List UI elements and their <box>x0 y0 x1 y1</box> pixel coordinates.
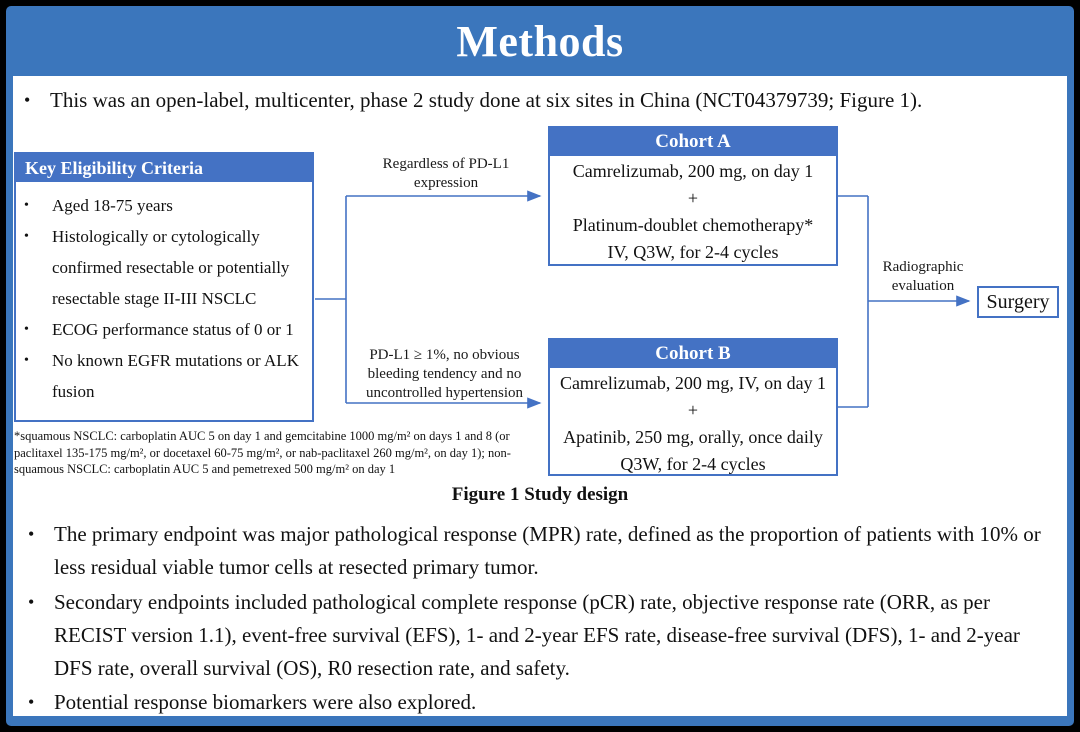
eligibility-item-text: ECOG performance status of 0 or 1 <box>52 320 294 339</box>
bullet-glyph: • <box>28 592 35 612</box>
bullet-glyph: • <box>28 692 35 712</box>
bullet-glyph: • <box>24 229 29 244</box>
cohort-a-header: Cohort A <box>550 128 836 156</box>
slide-title-bar: Methods <box>6 6 1074 76</box>
biomarkers-bullet: • Potential response biomarkers were als… <box>28 686 1052 719</box>
eligibility-item-text: Histologically or cytologically confirme… <box>52 227 290 308</box>
cohort-a-line: + <box>687 188 699 208</box>
primary-endpoint-bullet: • The primary endpoint was major patholo… <box>28 518 1052 584</box>
eligibility-box: Key Eligibility Criteria • Aged 18-75 ye… <box>14 152 314 422</box>
cohort-a-box: Cohort A Camrelizumab, 200 mg, on day 1 … <box>548 126 838 266</box>
list-item: • Histologically or cytologically confir… <box>22 221 308 314</box>
biomarkers-text: Potential response biomarkers were also … <box>54 690 477 714</box>
cohort-b-header: Cohort B <box>550 340 836 368</box>
cohort-a-line: Camrelizumab, 200 mg, on day 1 <box>572 161 814 181</box>
branch-bottom-label: PD-L1 ≥ 1%, no obvious bleeding tendency… <box>365 347 524 401</box>
cohort-a-line: Platinum-doublet chemotherapy* <box>572 215 814 235</box>
eligibility-item-text: Aged 18-75 years <box>52 196 173 215</box>
eligibility-header: Key Eligibility Criteria <box>16 154 312 182</box>
primary-endpoint-text: The primary endpoint was major pathologi… <box>54 522 1041 579</box>
figure-caption: Figure 1 Study design <box>451 484 629 505</box>
eligibility-item-text: No known EGFR mutations or ALK fusion <box>52 351 299 401</box>
cohort-a-line: IV, Q3W, for 2-4 cycles <box>607 242 779 262</box>
intro-bullet: • This was an open-label, multicenter, p… <box>24 84 1054 117</box>
secondary-endpoints-bullet: • Secondary endpoints included pathologi… <box>28 586 1052 685</box>
bullet-glyph: • <box>28 524 35 544</box>
eligibility-list: • Aged 18-75 years • Histologically or c… <box>16 182 312 407</box>
list-item: • No known EGFR mutations or ALK fusion <box>22 345 308 407</box>
list-item: • Aged 18-75 years <box>22 190 308 221</box>
radiographic-evaluation-label: Radiographic evaluation <box>882 259 964 294</box>
figure-footnote: *squamous NSCLC: carboplatin AUC 5 on da… <box>14 429 511 476</box>
cohort-b-box: Cohort B Camrelizumab, 200 mg, IV, on da… <box>548 338 838 476</box>
bullet-glyph: • <box>24 353 29 368</box>
cohort-b-line: + <box>687 400 699 420</box>
intro-bullet-text: This was an open-label, multicenter, pha… <box>50 88 923 112</box>
bullet-glyph: • <box>24 198 29 213</box>
cohort-b-body: Camrelizumab, 200 mg, IV, on day 1 + Apa… <box>550 368 836 478</box>
cohort-b-line: Camrelizumab, 200 mg, IV, on day 1 <box>559 373 827 393</box>
branch-top-label: Regardless of PD-L1 expression <box>382 156 510 191</box>
cohort-b-line: Q3W, for 2-4 cycles <box>620 454 766 474</box>
cohort-b-line: Apatinib, 250 mg, orally, once daily <box>563 427 823 447</box>
bullet-glyph: • <box>24 90 31 110</box>
surgery-label: Surgery <box>986 290 1050 313</box>
cohort-a-body: Camrelizumab, 200 mg, on day 1 + Platinu… <box>550 156 836 266</box>
secondary-endpoints-text: Secondary endpoints included pathologica… <box>54 590 1020 680</box>
bullet-glyph: • <box>24 322 29 337</box>
methods-slide: Methods • This was an open-label, multic… <box>6 6 1074 726</box>
page-title: Methods <box>456 16 624 66</box>
surgery-box: Surgery <box>977 286 1059 318</box>
list-item: • ECOG performance status of 0 or 1 <box>22 314 308 345</box>
